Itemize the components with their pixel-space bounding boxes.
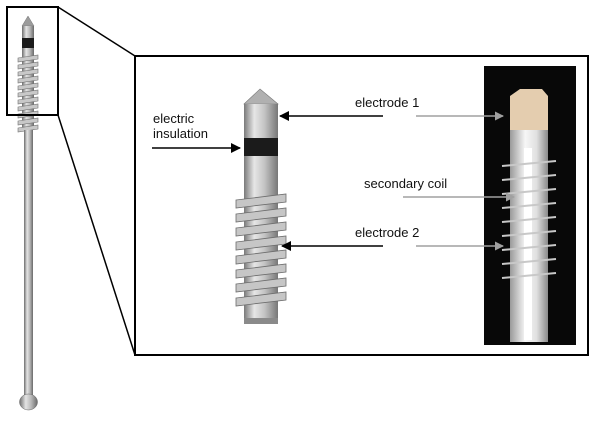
insulation-label: electric insulation — [153, 111, 208, 141]
electrode1-label: electrode 1 — [355, 95, 420, 110]
zoom-line-bottom — [57, 114, 136, 356]
insulation-label-line1: electric — [153, 111, 195, 126]
zoom-source-frame — [6, 6, 59, 116]
electrode2-label: electrode 2 — [355, 225, 420, 240]
insulation-label-line2: insulation — [153, 126, 208, 141]
secondary-coil-label: secondary coil — [364, 176, 448, 191]
xray-threads — [501, 160, 557, 279]
zoom-line-top — [57, 6, 136, 57]
magnified-screw-threads — [235, 193, 287, 307]
xray-image — [484, 66, 576, 345]
full-screw — [17, 15, 39, 411]
magnified-screw — [235, 88, 287, 324]
insulation-band-small — [22, 38, 34, 48]
screw-head — [19, 393, 38, 411]
small-screw-threads — [17, 54, 39, 133]
insulation-band — [244, 138, 278, 156]
screw-shaft — [24, 130, 33, 402]
